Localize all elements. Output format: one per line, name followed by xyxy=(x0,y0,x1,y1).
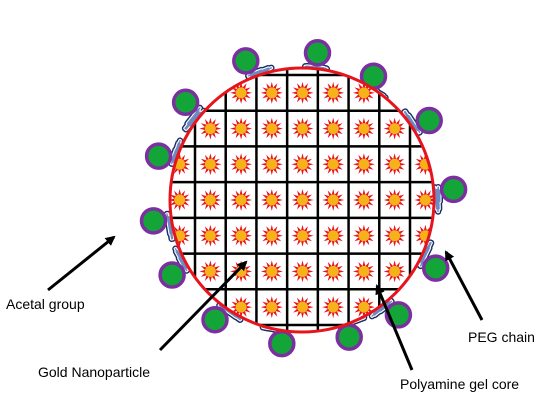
gold-nanoparticle xyxy=(291,81,314,104)
gold-nanoparticle xyxy=(199,117,222,140)
gold-nanoparticle xyxy=(291,189,314,211)
gold-nanoparticle xyxy=(383,117,406,140)
acetal-group xyxy=(335,323,363,351)
peg-chain-label: PEG chain xyxy=(468,329,535,345)
gold-nanoparticle xyxy=(230,224,253,247)
acetal-group xyxy=(303,39,332,67)
gold-nanoparticle xyxy=(322,296,345,319)
gold-nanoparticle xyxy=(352,117,375,140)
acetal-group xyxy=(415,106,443,135)
acetal-group xyxy=(158,261,186,289)
gold-nanoparticle xyxy=(322,189,345,211)
core-outline xyxy=(168,66,436,334)
gold-nanoparticle xyxy=(260,117,283,140)
acetal-group xyxy=(232,47,260,75)
gold-nanoparticle xyxy=(291,260,314,283)
gold-nanoparticle xyxy=(352,153,375,176)
gold-nanoparticle xyxy=(322,81,345,104)
acetal-group xyxy=(171,88,200,117)
gold-nanoparticle xyxy=(322,153,345,176)
gold-nanoparticle xyxy=(260,81,283,104)
acetal-group xyxy=(421,254,450,282)
acetal-group-label: Acetal group xyxy=(6,296,85,312)
gold-nanoparticle xyxy=(199,153,222,176)
gold-nanoparticle xyxy=(352,81,375,104)
gold-nanoparticle xyxy=(383,260,406,283)
gold-nanoparticle xyxy=(170,189,191,211)
gold-nanoparticle xyxy=(291,224,314,247)
pointer-arrows xyxy=(47,235,484,371)
gold-nanoparticle xyxy=(291,117,314,140)
gold-nanoparticle xyxy=(322,260,345,283)
gold-nanoparticle xyxy=(260,189,283,211)
gold-nanoparticle xyxy=(352,296,375,319)
gold-nanoparticle xyxy=(322,224,345,247)
gold-nanoparticle xyxy=(260,260,283,283)
acetal-group xyxy=(268,329,296,358)
peg-chain xyxy=(430,175,468,215)
gold-nanoparticle xyxy=(199,260,222,283)
gold-nanoparticle xyxy=(230,296,253,319)
gold-nanoparticle xyxy=(260,296,283,319)
gold-nanoparticle xyxy=(383,224,406,247)
gold-nanoparticle xyxy=(199,224,222,247)
gold-nanoparticle xyxy=(260,153,283,176)
acetal-group xyxy=(144,142,173,170)
peg-chain xyxy=(139,207,176,243)
gold-nanoparticle xyxy=(322,117,345,140)
gold-nanoparticle xyxy=(383,189,406,211)
gold-nanoparticle xyxy=(291,153,314,176)
gold-nanoparticle xyxy=(291,296,314,319)
gold-nanoparticle xyxy=(199,189,222,211)
gold-nanoparticle xyxy=(414,189,434,211)
polyamine-gel-core-label: Polyamine gel core xyxy=(400,376,520,392)
peg-chain-arrow xyxy=(444,250,484,321)
gold-nanoparticle xyxy=(230,153,253,176)
gold-nanoparticles xyxy=(170,81,434,319)
gold-nanoparticle-label: Gold Nanoparticle xyxy=(38,364,151,380)
gold-nanoparticle-arrow xyxy=(158,260,248,352)
gold-nanoparticle xyxy=(230,189,253,211)
gold-nanoparticle xyxy=(230,81,253,104)
gold-nanoparticle xyxy=(352,189,375,211)
gold-nanoparticle xyxy=(352,224,375,247)
acetal-group xyxy=(439,175,468,204)
gold-nanoparticle xyxy=(260,224,283,247)
peg-chain xyxy=(301,39,332,73)
acetal-group-arrow xyxy=(47,235,116,292)
acetal-group xyxy=(139,207,168,235)
gold-nanoparticle xyxy=(383,153,406,176)
gold-nanoparticle xyxy=(230,117,253,140)
polyamine-gel-core-arrow xyxy=(375,284,414,371)
acetal-group xyxy=(201,305,229,334)
gold-nanoparticle xyxy=(352,260,375,283)
